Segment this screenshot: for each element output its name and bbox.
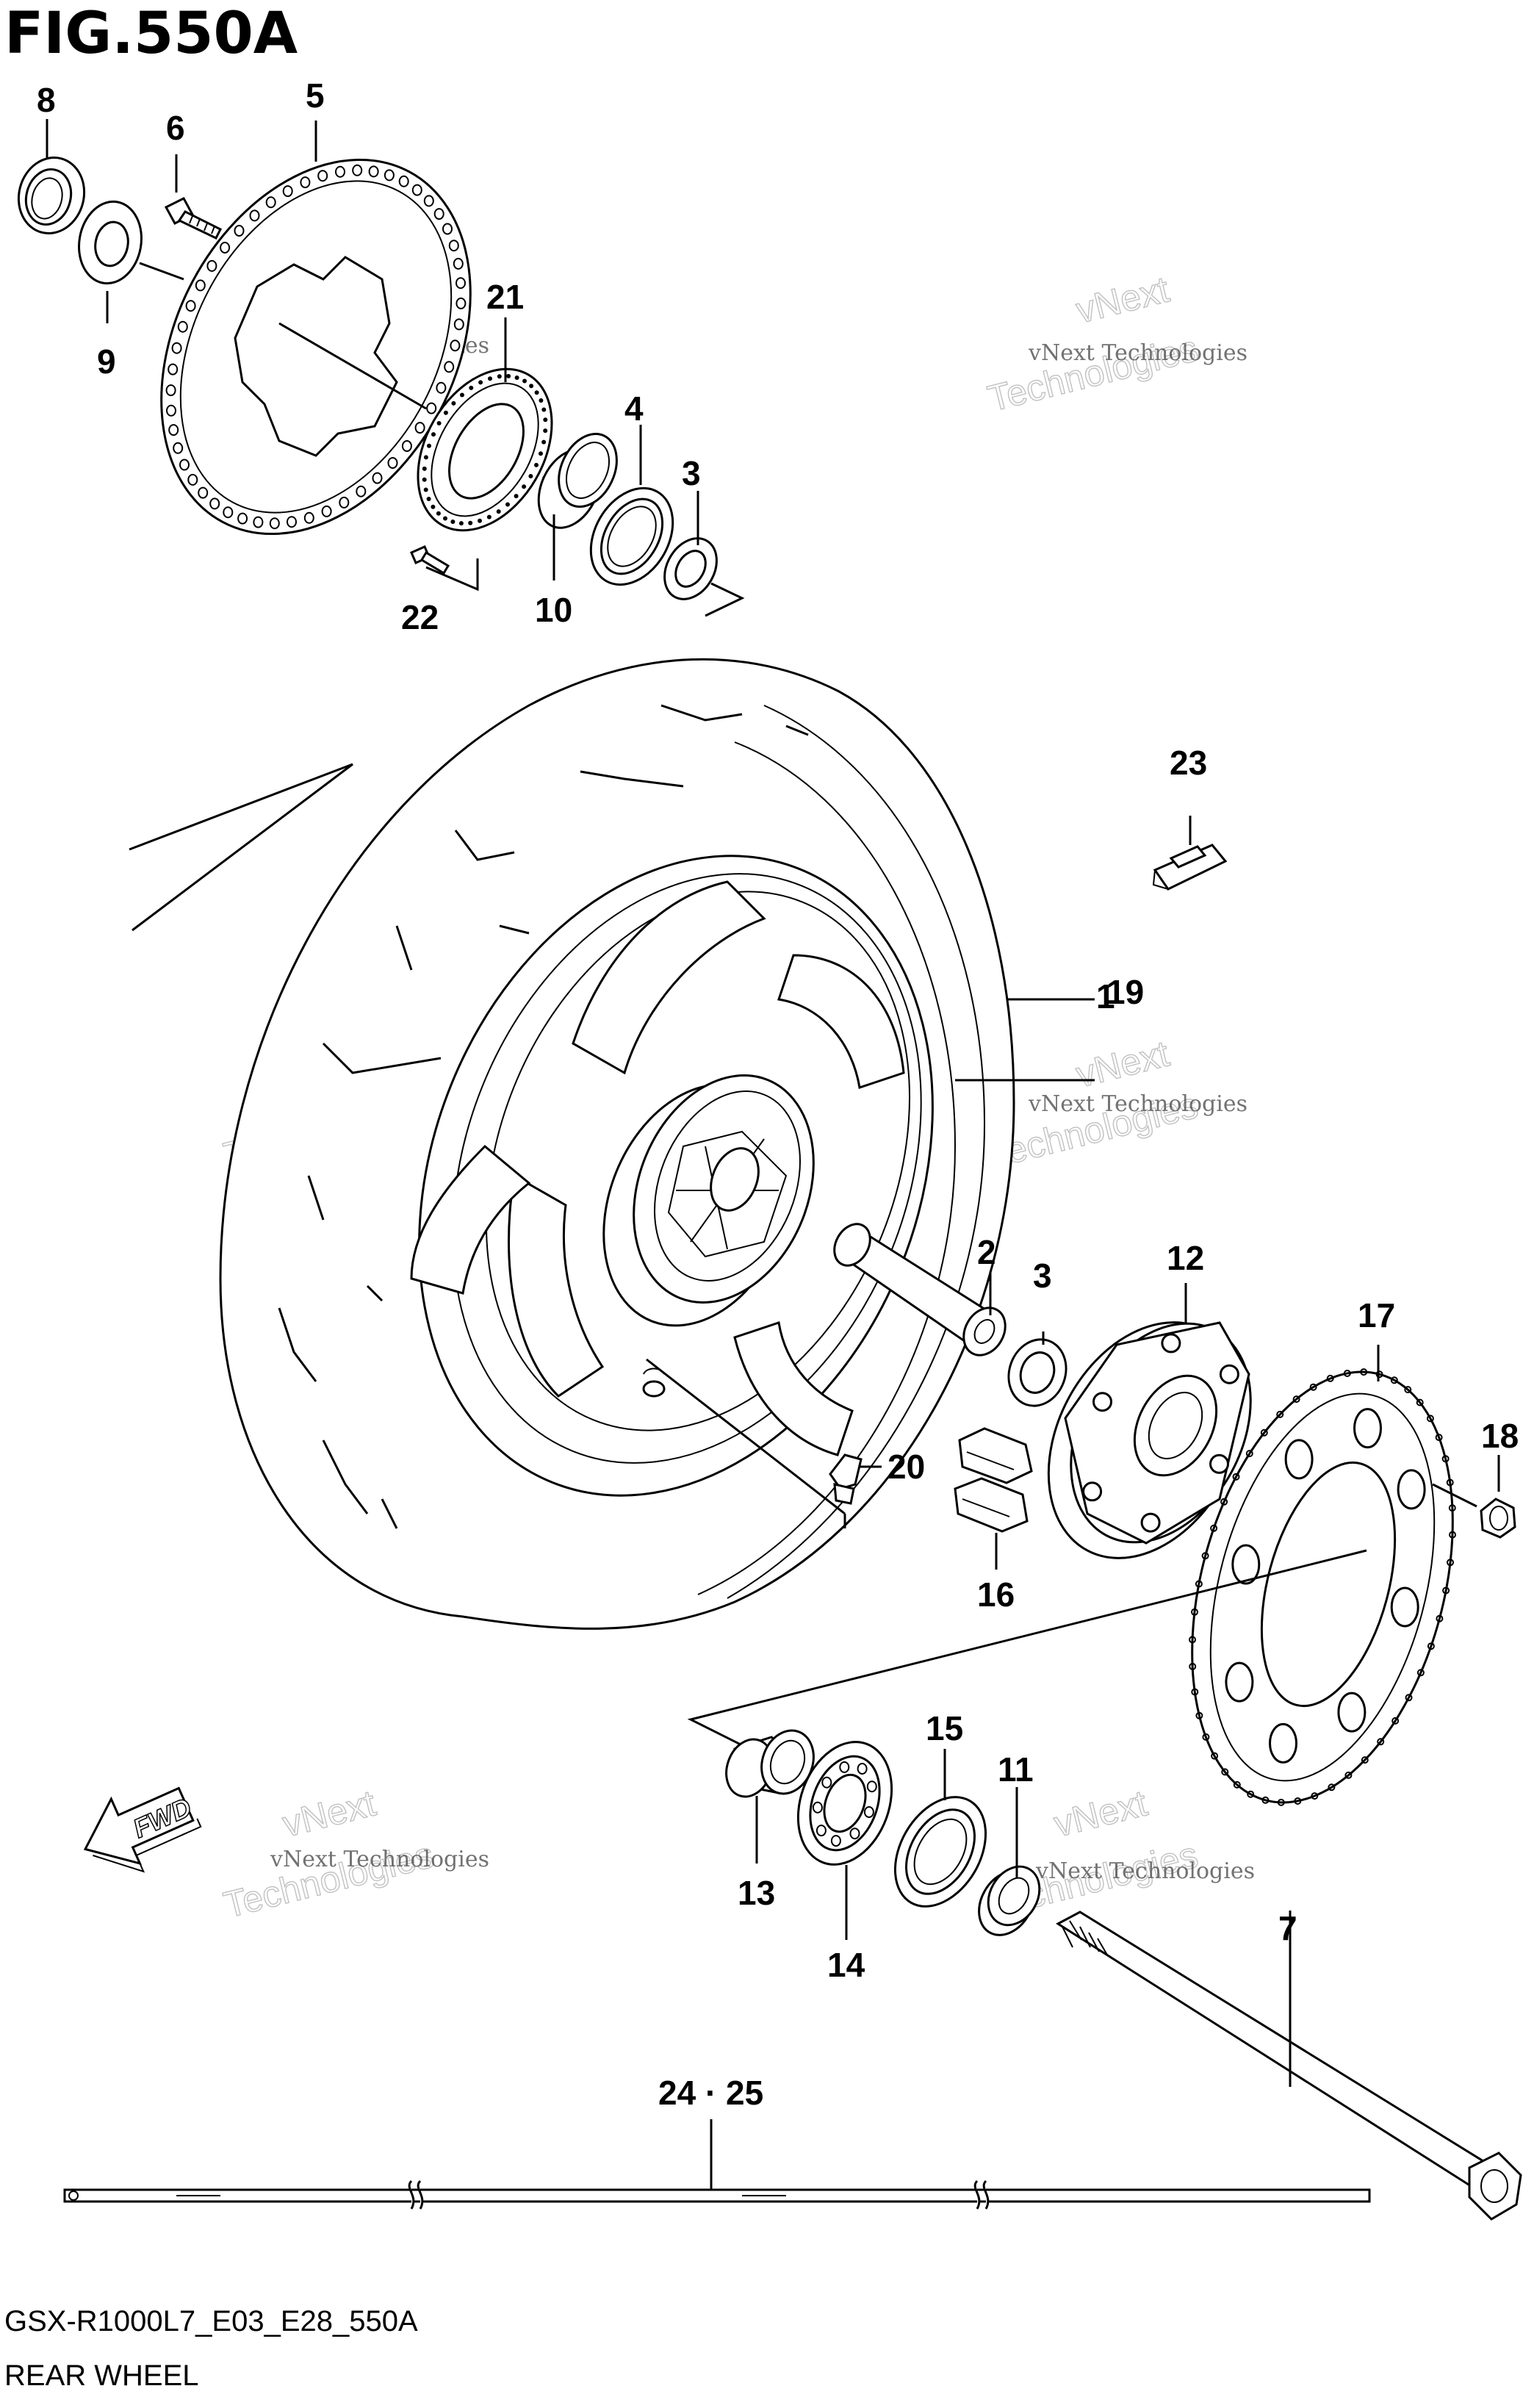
watermark-mid-right: vNext Technologies vNext Technologies [983,1032,1247,1177]
svg-text:vNext: vNext [278,1782,380,1844]
drum-studs [1082,1333,1239,1533]
svg-text:vNext Technologies: vNext Technologies [1035,1858,1255,1884]
abs-sensor-ring [417,367,553,532]
callout-4: 4 [624,389,644,428]
callout-24-25: 24 · 25 [658,2074,763,2112]
callout-18: 18 [1481,1417,1519,1455]
svg-text:vNext: vNext [1050,1782,1151,1844]
axle-spacer [833,1223,1007,1356]
wheel-collar [537,432,618,529]
brake-disc-holes [165,164,467,530]
callout-11: 11 [998,1750,1034,1789]
callout-14: 14 [827,1946,865,1984]
svg-text:vNext Technologies: vNext Technologies [1028,340,1247,366]
watermark-top-right: vNext Technologies vNext Technologies [983,268,1247,420]
ring-screw [410,545,450,575]
wheel-damper [954,1427,1033,1533]
svg-text:vNext: vNext [1072,1032,1173,1095]
callout-3-top: 3 [682,454,701,492]
hub-bearing-left [663,537,718,600]
callout-1: 1 [1096,977,1115,1016]
forward-direction-arrow: FWD [83,1786,202,1873]
callout-22: 22 [401,598,439,636]
callout-20: 20 [887,1448,925,1486]
callout-12: 12 [1167,1239,1204,1277]
svg-text:vNext Technologies: vNext Technologies [270,1847,489,1872]
tread-marks [278,704,809,1529]
figure-caption: REAR WHEEL [4,2360,199,2392]
watermark-bottom-left: vNext Technologies vNext Technologies [219,1782,489,1927]
rear-wheel-assembly [219,658,1015,1630]
callout-23: 23 [1170,744,1207,782]
rear-axle [1056,1911,1522,2221]
tire-valve [829,1453,863,1505]
callout-3-mid: 3 [1033,1257,1052,1295]
sprocket-teeth [1189,1368,1456,1806]
svg-text:vNext: vNext [1072,268,1173,331]
callout-7: 7 [1278,1909,1297,1947]
sprocket-bearing [796,1741,893,1866]
callout-13: 13 [738,1874,775,1912]
callout-15: 15 [926,1709,963,1747]
sprocket-mounting-drum [1047,1321,1252,1559]
callout-9: 9 [97,342,116,381]
callout-19: 19 [1106,973,1144,1011]
axle-spacer-washer [978,1865,1041,1936]
model-code: GSX-R1000L7_E03_E28_550A [4,2305,418,2337]
callout-16: 16 [977,1575,1015,1614]
hub-bearing-right [1007,1338,1067,1407]
brake-disc [160,158,472,536]
callout-17: 17 [1358,1296,1395,1334]
callout-5: 5 [306,76,325,115]
spacer-washer [78,200,143,285]
callout-8: 8 [37,81,56,119]
disc-bolt [164,197,223,240]
oil-seal [17,156,86,235]
figure-title: FIG.550A [4,1,298,67]
callout-numbers: 1 2 3 3 4 5 6 7 8 9 10 11 12 13 14 15 16… [37,76,1519,2112]
callout-6: 6 [166,109,185,147]
wheel-spokes [410,880,905,1456]
rear-sprocket [1189,1368,1456,1806]
callout-21: 21 [486,278,524,316]
sensor-ring-teeth [422,373,548,526]
svg-text:vNext Technologies: vNext Technologies [1028,1091,1247,1117]
callout-2: 2 [977,1233,996,1271]
sprocket-lightening-holes [1225,1408,1426,1764]
balancer-weight [1152,844,1228,891]
sprocket-nut [1480,1498,1516,1539]
hub-oil-seal [589,486,674,586]
bearing-balls [812,1761,877,1847]
balance-weight-strip [63,2179,1371,2210]
sprocket-oil-seal [893,1796,987,1908]
callout-10: 10 [535,591,572,629]
